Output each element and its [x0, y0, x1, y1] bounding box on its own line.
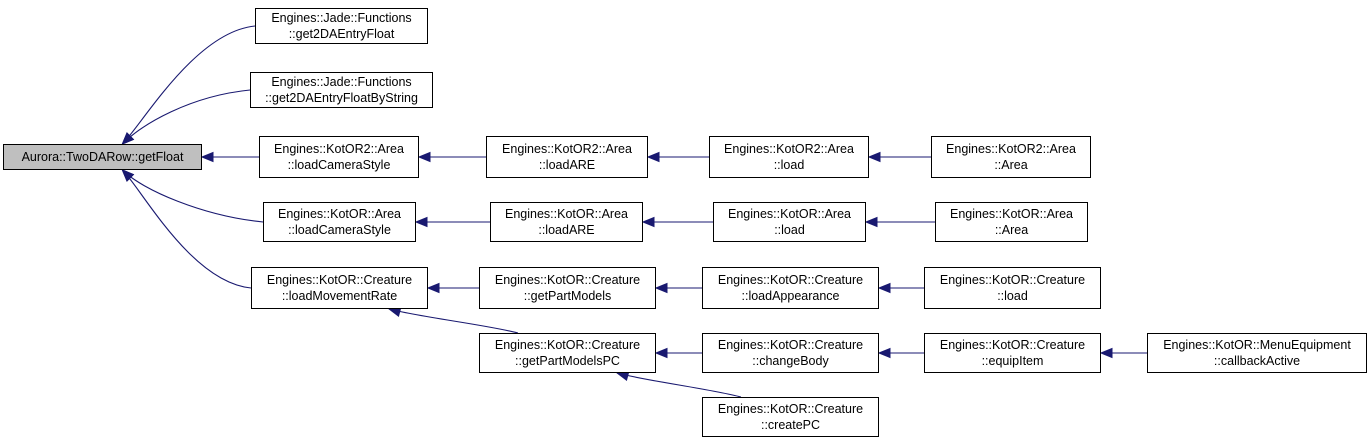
node-kotor-menuequipment-callbackactive[interactable]: Engines::KotOR::MenuEquipment ::callback… [1147, 333, 1367, 373]
node-line: ::getPartModelsPC [515, 354, 620, 368]
edge-cr_createpc-to-cr_partspc [616, 372, 742, 398]
node-kotor-area-loadare[interactable]: Engines::KotOR::Area ::loadARE [490, 202, 643, 242]
node-line: ::loadCameraStyle [287, 158, 391, 172]
arrowhead-jade_floatstr-to-root [121, 132, 135, 145]
arrowhead-cr_appear-to-cr_parts [654, 282, 668, 294]
node-line: Engines::KotOR::Creature [717, 338, 864, 352]
node-line: Engines::KotOR::MenuEquipment [1163, 338, 1351, 352]
node-kotor-creature-getpartmodelspc[interactable]: Engines::KotOR::Creature ::getPartModels… [479, 333, 656, 373]
node-line: ::load [997, 289, 1028, 303]
node-kotor-area-loadcamerastyle[interactable]: Engines::KotOR::Area ::loadCameraStyle [263, 202, 416, 242]
node-line: ::loadMovementRate [281, 289, 398, 303]
node-line: ::getPartModels [523, 289, 612, 303]
arrowhead-k1_area-to-k1_load [864, 216, 878, 228]
node-kotor-creature-loadmovementrate[interactable]: Engines::KotOR::Creature ::loadMovementR… [251, 267, 428, 309]
node-line: Engines::KotOR2::Area [502, 142, 632, 156]
arrowhead-k2_load-to-k2_are [646, 151, 660, 163]
node-line: Engines::KotOR::Creature [717, 402, 864, 416]
arrowhead-menu_cb-to-cr_equip [1099, 347, 1113, 359]
node-line: ::load [773, 158, 805, 172]
node-line: Engines::KotOR::Creature [266, 273, 413, 287]
edge-cr_partspc-to-cr_move [388, 308, 519, 334]
node-kotor-creature-load[interactable]: Engines::KotOR::Creature ::load [924, 267, 1101, 309]
node-line: ::loadCameraStyle [288, 223, 391, 237]
arrowhead-k2_area-to-k2_load [867, 151, 881, 163]
node-line: Engines::KotOR2::Area [274, 142, 404, 156]
node-kotor-creature-loadappearance[interactable]: Engines::KotOR::Creature ::loadAppearanc… [702, 267, 879, 309]
node-aurora-twodarow-getfloat: Aurora::TwoDARow::getFloat [3, 144, 202, 170]
node-line: Engines::KotOR::Creature [494, 338, 641, 352]
node-line: ::loadARE [538, 223, 595, 237]
arrowhead-cr_body-to-cr_partspc [654, 347, 668, 359]
node-line: Engines::KotOR::Creature [939, 338, 1086, 352]
arrowhead-k2_are-to-k2_cam [417, 151, 431, 163]
node-kotor-creature-getpartmodels[interactable]: Engines::KotOR::Creature ::getPartModels [479, 267, 656, 309]
node-line: ::equipItem [981, 354, 1044, 368]
node-line: ::get2DAEntryFloatByString [265, 91, 418, 105]
arrowhead-cr_load-to-cr_appear [877, 282, 891, 294]
node-line: Engines::Jade::Functions [271, 11, 412, 25]
node-line: Engines::KotOR::Creature [494, 273, 641, 287]
arrowhead-k1_are-to-k1_cam [414, 216, 428, 228]
arrowhead-cr_parts-to-cr_move [426, 282, 440, 294]
node-kotor-creature-changebody[interactable]: Engines::KotOR::Creature ::changeBody [702, 333, 879, 373]
node-line: ::get2DAEntryFloat [288, 27, 395, 41]
node-line: ::callbackActive [1213, 354, 1301, 368]
node-kotor-creature-equipitem[interactable]: Engines::KotOR::Creature ::equipItem [924, 333, 1101, 373]
node-line: ::loadAppearance [741, 289, 840, 303]
node-kotor2-area-loadcamerastyle[interactable]: Engines::KotOR2::Area ::loadCameraStyle [259, 136, 419, 178]
node-line: Engines::KotOR2::Area [724, 142, 854, 156]
node-line: Engines::KotOR::Creature [939, 273, 1086, 287]
node-kotor-area-area[interactable]: Engines::KotOR::Area ::Area [935, 202, 1088, 242]
node-line: Engines::KotOR::Area [505, 207, 628, 221]
arrowhead-cr_move-to-root [121, 169, 135, 182]
node-line: ::load [774, 223, 805, 237]
node-line: ::changeBody [752, 354, 829, 368]
node-line: Engines::KotOR::Area [728, 207, 851, 221]
edge-cr_move-to-root [122, 169, 252, 289]
node-kotor-creature-createpc[interactable]: Engines::KotOR::Creature ::createPC [702, 397, 879, 437]
edge-jade_floatstr-to-root [122, 89, 251, 145]
node-kotor2-area-loadare[interactable]: Engines::KotOR2::Area ::loadARE [486, 136, 648, 178]
node-kotor2-area-area[interactable]: Engines::KotOR2::Area ::Area [931, 136, 1091, 178]
arrowhead-k1_load-to-k1_are [641, 216, 655, 228]
arrowhead-cr_equip-to-cr_body [877, 347, 891, 359]
node-line: Engines::KotOR::Area [278, 207, 401, 221]
node-jade-get2daentryfloat[interactable]: Engines::Jade::Functions ::get2DAEntryFl… [255, 8, 428, 44]
node-kotor-area-load[interactable]: Engines::KotOR::Area ::load [713, 202, 866, 242]
node-line: ::createPC [760, 418, 821, 432]
node-kotor2-area-load[interactable]: Engines::KotOR2::Area ::load [709, 136, 869, 178]
node-line: ::loadARE [538, 158, 596, 172]
node-line: Aurora::TwoDARow::getFloat [21, 150, 184, 164]
node-jade-get2daentryfloatbystring[interactable]: Engines::Jade::Functions ::get2DAEntryFl… [250, 72, 433, 108]
node-line: Engines::KotOR::Creature [717, 273, 864, 287]
node-line: ::Area [994, 223, 1029, 237]
arrowhead-k2_cam-to-root [200, 151, 214, 163]
edge-k1_cam-to-root [122, 169, 264, 223]
node-line: ::Area [994, 158, 1028, 172]
node-line: Engines::KotOR::Area [950, 207, 1073, 221]
node-line: Engines::Jade::Functions [271, 75, 412, 89]
node-line: Engines::KotOR2::Area [946, 142, 1076, 156]
edge-jade_float-to-root [122, 25, 256, 145]
